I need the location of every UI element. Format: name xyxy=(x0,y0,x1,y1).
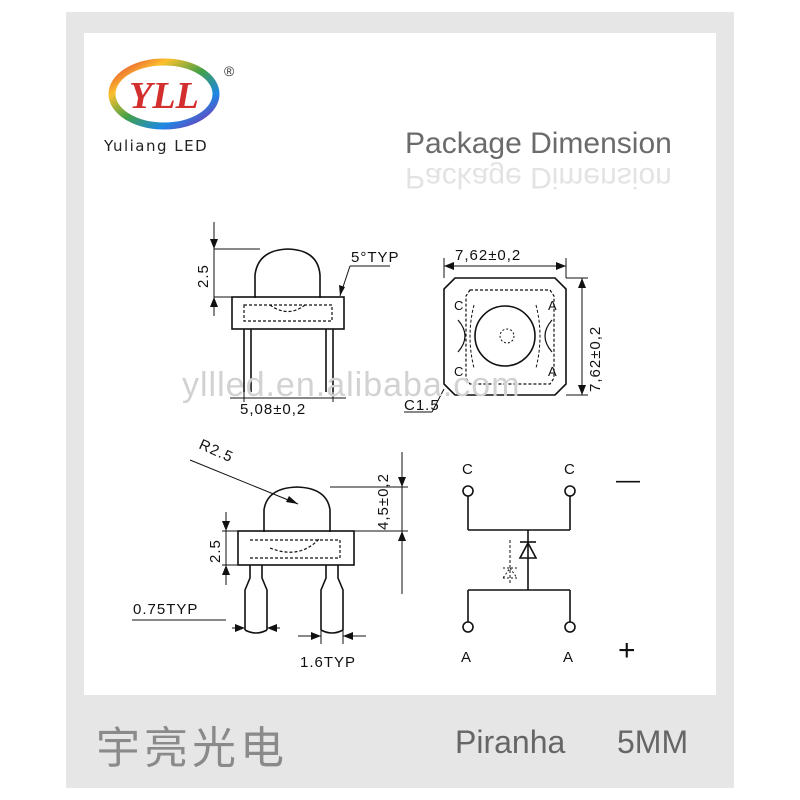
footer-size: 5MM xyxy=(617,724,689,760)
right-pin-bottom xyxy=(320,565,327,630)
led-body xyxy=(231,296,345,330)
yll-logo: YLL ® xyxy=(108,58,235,130)
anode-right-label: A xyxy=(563,649,574,666)
footer-chinese-name: 宇亮光电 xyxy=(96,723,288,774)
side-view-bottom: R2.5 2.5 4,5±0,2 0.75TYP 1.6TYP xyxy=(132,436,408,671)
page-title: Package Dimension xyxy=(405,127,672,160)
dim-height-top: 2.5 xyxy=(195,264,212,288)
diode-triangle xyxy=(518,541,538,559)
dim-chamfer: C1.5 xyxy=(404,397,440,414)
die-circle xyxy=(499,328,515,344)
top-outline xyxy=(443,277,567,396)
dim-pin-gap: 1.6TYP xyxy=(300,654,356,671)
minus-sign: — xyxy=(616,467,640,494)
cathode-left-label: C xyxy=(462,461,474,478)
circuit-schematic: C C A A — + xyxy=(461,461,640,667)
drawing-panel xyxy=(84,33,716,695)
plus-sign: + xyxy=(618,634,636,667)
dim-radius: R2.5 xyxy=(196,436,236,466)
cathode-right-label: C xyxy=(564,461,576,478)
footer-model: Piranha xyxy=(455,724,566,760)
left-pin-bottom xyxy=(244,565,251,630)
anode-left-label: A xyxy=(461,649,472,666)
cathode-left-terminal xyxy=(462,485,474,497)
dim-pin-width: 0.75TYP xyxy=(133,601,198,618)
lens-dome-bottom xyxy=(263,486,331,532)
watermark: yllled.en.alibaba.com xyxy=(182,366,521,404)
side-view-top: 2.5 5°TYP 5,08±0,2 xyxy=(195,222,400,418)
pad-c-bottom: C xyxy=(454,364,463,379)
dim-pin-pitch: 5,08±0,2 xyxy=(240,401,306,418)
die-curve xyxy=(269,304,306,313)
lens-circle xyxy=(474,305,536,367)
inner-outline xyxy=(465,289,555,385)
led-body-bottom xyxy=(237,530,355,566)
dim-length-side: 7,62±0,2 xyxy=(587,326,604,392)
dim-angle: 5°TYP xyxy=(351,249,400,266)
registered-mark: ® xyxy=(224,63,235,79)
brand-name: Yuliang LED xyxy=(104,137,209,155)
inner-die-outline xyxy=(243,304,333,322)
pad-c-top: C xyxy=(454,298,463,313)
pad-a-bottom: A xyxy=(548,364,557,379)
dim-width-top: 7,62±0,2 xyxy=(455,247,521,264)
top-view: C C A A 7,62±0,2 7,62±0,2 C1.5 xyxy=(404,247,604,414)
dim-total-height: 4,5±0,2 xyxy=(375,473,392,530)
pad-a-top: A xyxy=(548,298,557,313)
dim-height-bottom: 2.5 xyxy=(207,539,224,563)
cathode-right-terminal xyxy=(564,485,576,497)
logo-text: YLL xyxy=(129,75,199,117)
anode-right-terminal xyxy=(564,621,576,633)
lens-dome xyxy=(254,248,321,298)
anode-left-terminal xyxy=(462,621,474,633)
